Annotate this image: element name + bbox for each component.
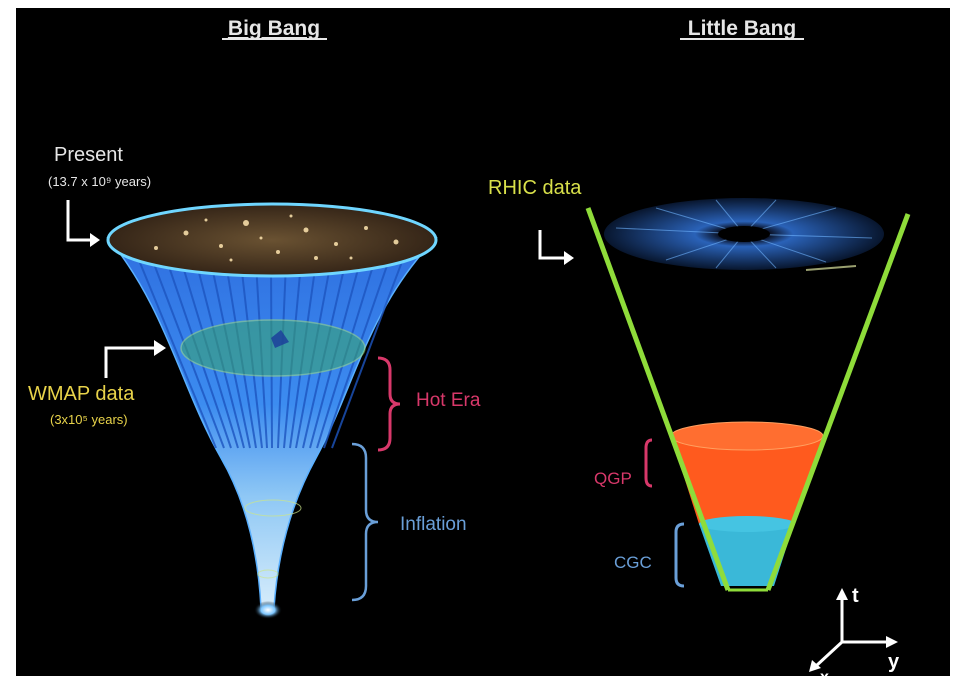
light-cone-right xyxy=(765,213,911,591)
t-axis-label: t xyxy=(852,585,859,607)
wmap-slice xyxy=(180,319,366,377)
cgc-brace xyxy=(674,522,685,588)
little-bang-title: Little Bang xyxy=(688,17,797,40)
singularity-glow xyxy=(254,601,282,619)
rhic-arrow xyxy=(538,230,564,260)
inflation-brace xyxy=(351,442,379,602)
x-axis xyxy=(814,640,844,668)
hot-era-brace xyxy=(377,356,401,452)
wmap-age-label: (3x10⁵ years) xyxy=(50,412,128,427)
present-label: Present xyxy=(54,144,123,166)
wmap-label: WMAP data xyxy=(28,383,135,405)
little-bang-cone xyxy=(585,198,911,592)
hot-era-label: Hot Era xyxy=(416,390,481,411)
qgp-brace xyxy=(644,438,653,488)
big-bang-funnel xyxy=(106,202,438,619)
cgc-label: CGC xyxy=(614,553,652,572)
galaxy-dots xyxy=(154,214,399,262)
present-age-label: (13.7 x 10⁹ years) xyxy=(48,174,151,189)
big-bang-little-bang-diagram: Big Bang Little Bang xyxy=(28,17,911,676)
wmap-arrow xyxy=(104,346,154,378)
big-bang-title: Big Bang xyxy=(228,17,320,40)
present-universe-disk xyxy=(106,202,438,278)
x-axis-label: x xyxy=(820,669,829,676)
light-cone-left xyxy=(585,207,731,591)
qgp-region xyxy=(671,436,824,524)
present-arrow xyxy=(66,200,90,242)
diagram-frame: Big Bang Little Bang xyxy=(16,8,950,676)
axes-indicator xyxy=(814,598,888,668)
qgp-label: QGP xyxy=(594,469,632,488)
y-axis-label: y xyxy=(888,651,900,673)
inflation-label: Inflation xyxy=(400,514,467,535)
rhic-label: RHIC data xyxy=(488,177,582,199)
